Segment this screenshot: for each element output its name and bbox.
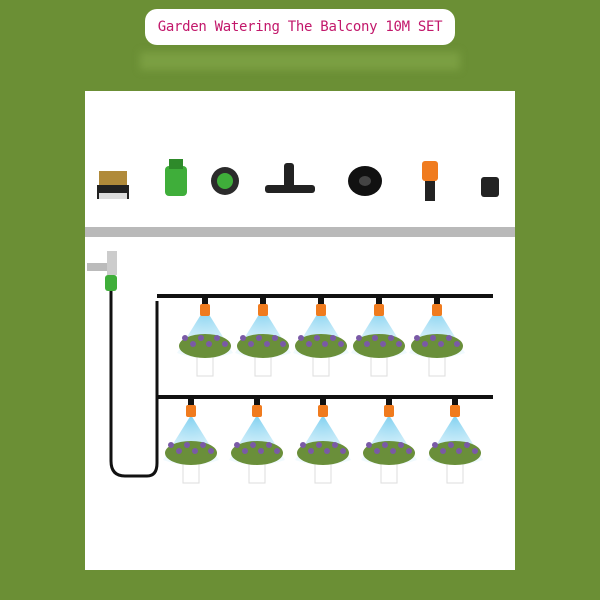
- mist-nozzle: [186, 405, 196, 417]
- lavender-flower: [206, 341, 212, 347]
- lavender-flower: [168, 442, 174, 448]
- lavender-flower: [306, 341, 312, 347]
- product-title: Garden Watering The Balcony 10M SET: [157, 19, 443, 35]
- tap-connector-icon: [211, 167, 239, 195]
- lavender-flower: [184, 442, 190, 448]
- lavender-flower: [272, 335, 278, 341]
- lavender-flower: [240, 335, 246, 341]
- drip-tee: [376, 296, 382, 306]
- lavender-flower: [182, 335, 188, 341]
- faucet-icon: [87, 251, 117, 291]
- lavender-flower: [266, 442, 272, 448]
- lavender-flower: [472, 448, 478, 454]
- lavender-flower: [214, 335, 220, 341]
- lavender-flower: [316, 442, 322, 448]
- lavender-flower: [382, 442, 388, 448]
- lavender-flower: [422, 341, 428, 347]
- lavender-flower: [280, 341, 286, 347]
- lavender-flower: [258, 448, 264, 454]
- lavender-flower: [250, 442, 256, 448]
- divider-bar: [85, 227, 515, 237]
- lavender-flower: [398, 442, 404, 448]
- mist-nozzle: [200, 304, 210, 316]
- lavender-flower: [222, 341, 228, 347]
- lavender-flower: [446, 335, 452, 341]
- hose: [109, 291, 159, 478]
- lavender-flower: [338, 341, 344, 347]
- tee-joint-icon: [265, 163, 315, 193]
- lavender-flower: [234, 442, 240, 448]
- lavender-flower: [264, 341, 270, 347]
- lavender-flower: [390, 448, 396, 454]
- lavender-flower: [432, 442, 438, 448]
- hose-roll-icon: [348, 166, 382, 196]
- lavender-flower: [454, 341, 460, 347]
- lavender-flower: [248, 341, 254, 347]
- mist-nozzle: [252, 405, 262, 417]
- drip-tee: [452, 397, 458, 407]
- lavender-flower: [298, 335, 304, 341]
- drip-tee: [260, 296, 266, 306]
- mist-nozzle: [432, 304, 442, 316]
- lavender-flower: [208, 448, 214, 454]
- drip-tee: [202, 296, 208, 306]
- lavender-flower: [406, 448, 412, 454]
- mist-nozzle: [258, 304, 268, 316]
- drip-tee: [320, 397, 326, 407]
- product-image-panel: [85, 91, 515, 570]
- lavender-flower: [374, 448, 380, 454]
- title-banner: Garden Watering The Balcony 10M SET: [145, 9, 455, 45]
- lavender-flower: [396, 341, 402, 347]
- lavender-flower: [364, 341, 370, 347]
- drip-tee: [254, 397, 260, 407]
- lavender-flower: [300, 442, 306, 448]
- lavender-flower: [330, 335, 336, 341]
- lavender-flower: [324, 448, 330, 454]
- mist-nozzle-icon: [422, 161, 438, 201]
- lavender-flower: [192, 448, 198, 454]
- lavender-flower: [430, 335, 436, 341]
- lavender-flower: [308, 448, 314, 454]
- lavender-flower: [380, 341, 386, 347]
- lavender-flower: [274, 448, 280, 454]
- mist-nozzle: [384, 405, 394, 417]
- quick-connector-icon: [165, 159, 187, 196]
- lavender-flower: [440, 448, 446, 454]
- drip-tee: [318, 296, 324, 306]
- lavender-flower: [190, 341, 196, 347]
- lavender-flower: [356, 335, 362, 341]
- mist-nozzle: [374, 304, 384, 316]
- lavender-flower: [176, 448, 182, 454]
- lavender-flower: [456, 448, 462, 454]
- lavender-flower: [256, 335, 262, 341]
- lavender-flower: [200, 442, 206, 448]
- mist-nozzle: [316, 304, 326, 316]
- lavender-flower: [198, 335, 204, 341]
- brass-adapter-icon: [97, 171, 129, 199]
- lavender-flower: [242, 448, 248, 454]
- lavender-flower: [366, 442, 372, 448]
- lavender-flower: [322, 341, 328, 347]
- lavender-flower: [388, 335, 394, 341]
- lavender-flower: [448, 442, 454, 448]
- mist-nozzle: [318, 405, 328, 417]
- lavender-flower: [414, 335, 420, 341]
- lavender-flower: [314, 335, 320, 341]
- lavender-flower: [438, 341, 444, 347]
- lavender-flower: [464, 442, 470, 448]
- drip-tee: [434, 296, 440, 306]
- product-illustration: [85, 159, 515, 484]
- end-plug-icon: [481, 177, 499, 197]
- lavender-flower: [340, 448, 346, 454]
- drip-tee: [188, 397, 194, 407]
- mist-nozzle: [450, 405, 460, 417]
- lavender-flower: [372, 335, 378, 341]
- drip-tee: [386, 397, 392, 407]
- lavender-flower: [332, 442, 338, 448]
- title-glow: [140, 52, 460, 70]
